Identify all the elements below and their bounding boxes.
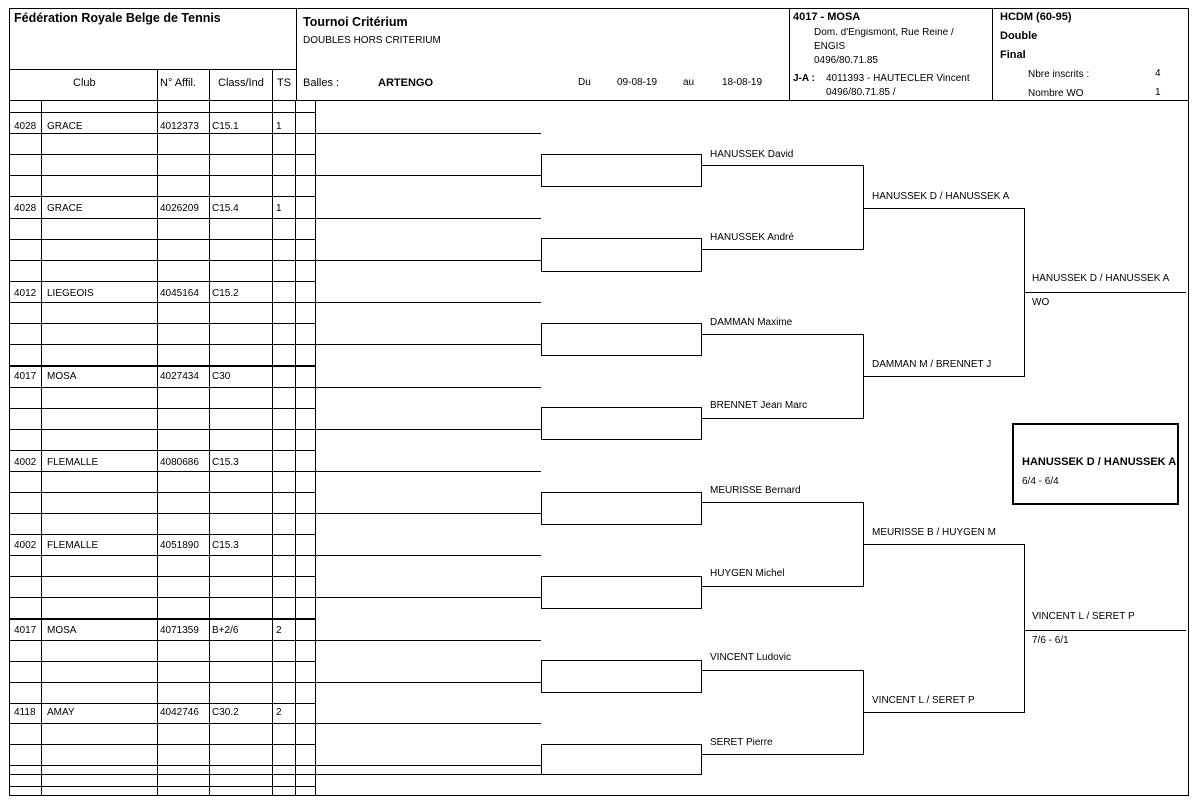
entry-club-number: 4017	[14, 371, 37, 382]
tournament-title: Tournoi Critérium	[303, 15, 408, 29]
round1-player: DAMMAN Maxime	[710, 317, 793, 328]
entry-class: C15.3	[212, 457, 239, 468]
entry-club-number: 4002	[14, 457, 37, 468]
entry-club-name: AMAY	[47, 707, 75, 718]
entry-club-name: FLEMALLE	[47, 540, 99, 551]
category: HCDM (60-95)	[1000, 11, 1072, 23]
semifinal-team: HANUSSEK D / HANUSSEK A	[1032, 273, 1170, 284]
entry-affil: 4042746	[160, 707, 199, 718]
date-to: 18-08-19	[722, 77, 763, 88]
referee-name: 4011393 - HAUTECLER Vincent	[826, 73, 970, 84]
date-to-label: au	[683, 77, 695, 88]
balls-label: Balles :	[303, 77, 340, 89]
semifinal-score: 7/6 - 6/1	[1032, 635, 1069, 646]
entry-club-number: 4118	[14, 707, 36, 718]
header-frame	[9, 8, 1189, 101]
club-phone: 0496/80.71.85	[814, 55, 878, 66]
round1-player: MEURISSE Bernard	[710, 485, 801, 496]
entry-class: C15.3	[212, 540, 239, 551]
balls-value: ARTENGO	[378, 77, 433, 89]
inscrits-label: Nbre inscrits :	[1028, 69, 1090, 80]
entry-ts: 1	[276, 203, 282, 214]
club-address-line-1: Dom. d'Engismont, Rue Reine /	[814, 28, 954, 38]
entry-club-name: FLEMALLE	[47, 457, 99, 468]
round1-player: BRENNET Jean Marc	[710, 400, 808, 411]
entry-ts: 2	[276, 625, 282, 636]
round2-team: HANUSSEK D / HANUSSEK A	[872, 191, 1010, 202]
entry-row-lines	[10, 112, 541, 787]
bracket-lines	[541, 154, 1186, 775]
round1-player: HANUSSEK André	[710, 232, 794, 243]
entry-class: C15.4	[212, 203, 239, 214]
round1-player: HUYGEN Michel	[710, 568, 785, 579]
entry-club-number: 4017	[14, 625, 37, 636]
round1-player: VINCENT Ludovic	[710, 652, 791, 663]
round1-player: HANUSSEK David	[710, 149, 794, 160]
entry-class: C15.1	[212, 121, 239, 132]
round2-team: MEURISSE B / HUYGEN M	[872, 527, 996, 538]
entry-class: B+2/6	[212, 625, 239, 636]
entry-club-name: LIEGEOIS	[47, 288, 94, 299]
inscrits-value: 4	[1155, 68, 1161, 79]
entry-affil: 4045164	[160, 288, 199, 299]
round2-team: VINCENT L / SERET P	[872, 695, 975, 706]
column-header-affil: N° Affil.	[160, 77, 196, 89]
entry-affil: 4026209	[160, 203, 199, 214]
entry-class: C15.2	[212, 288, 239, 299]
entry-affil: 4027434	[160, 371, 199, 382]
referee-phone: 0496/80.71.85 /	[826, 87, 896, 98]
date-from-label: Du	[578, 77, 591, 88]
entries-frame	[9, 101, 1189, 796]
entry-club-name: GRACE	[47, 121, 83, 132]
winner-team: HANUSSEK D / HANUSSEK A	[1022, 456, 1177, 468]
entry-affil: 4012373	[160, 121, 199, 132]
column-header-club: Club	[73, 77, 96, 89]
entry-club-name: MOSA	[47, 371, 77, 382]
club-code-name: 4017 - MOSA	[793, 11, 861, 23]
semifinal-team: VINCENT L / SERET P	[1032, 611, 1135, 622]
entry-club-name: MOSA	[47, 625, 77, 636]
federation-name: Fédération Royale Belge de Tennis	[14, 11, 221, 25]
entry-club-number: 4028	[14, 121, 37, 132]
event-type: Double	[1000, 30, 1038, 42]
semifinal-score: WO	[1032, 297, 1050, 308]
referee-label: J-A :	[793, 73, 815, 84]
column-header-class: Class/Ind	[218, 77, 264, 89]
entry-ts: 1	[276, 121, 282, 132]
wo-label: Nombre WO	[1028, 88, 1084, 99]
winner-score: 6/4 - 6/4	[1022, 476, 1059, 487]
entry-club-name: GRACE	[47, 203, 83, 214]
tournament-subtitle: DOUBLES HORS CRITERIUM	[303, 35, 441, 46]
round2-team: DAMMAN M / BRENNET J	[872, 359, 992, 370]
date-from: 09-08-19	[617, 77, 658, 88]
wo-value: 1	[1155, 87, 1161, 98]
club-address-line-2: ENGIS	[814, 41, 846, 52]
column-header-ts: TS	[277, 77, 292, 89]
entry-class: C30	[212, 371, 231, 382]
entry-affil: 4071359	[160, 625, 199, 636]
entry-club-number: 4012	[14, 288, 37, 299]
entry-club-number: 4028	[14, 203, 37, 214]
round1-player: SERET Pierre	[710, 737, 773, 748]
winner-box: HANUSSEK D / HANUSSEK A 6/4 - 6/4	[1012, 423, 1179, 505]
entry-ts: 2	[276, 707, 282, 718]
entry-club-number: 4002	[14, 540, 37, 551]
entry-class: C30.2	[212, 707, 239, 718]
entry-affil: 4051890	[160, 540, 199, 551]
draw-stage: Final	[1000, 49, 1026, 61]
entry-affil: 4080686	[160, 457, 199, 468]
